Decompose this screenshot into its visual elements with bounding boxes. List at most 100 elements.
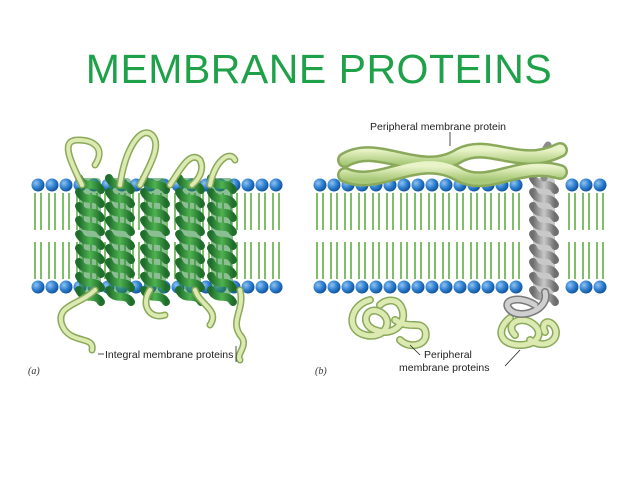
integral-helix-turn [105, 202, 135, 222]
lipid-head [579, 280, 593, 294]
lipid-head [31, 178, 45, 192]
lipid-head [31, 280, 45, 294]
lipid-head [241, 178, 255, 192]
lipid-head [397, 178, 411, 192]
lipid-head [269, 178, 283, 192]
lipid-head [313, 178, 327, 192]
integral-helix-turn [105, 286, 135, 306]
integral-helix-turn [75, 272, 105, 292]
lipid-bilayer-b [313, 178, 607, 294]
integral-helix-turn [140, 244, 170, 264]
lipid-head [45, 178, 59, 192]
lipid-head [355, 280, 369, 294]
lipid-head [509, 178, 523, 192]
gray-helix-turn [529, 258, 559, 278]
integral-helix-turn [207, 286, 237, 306]
integral-helix-turn [140, 230, 170, 250]
integral-helix-turn [175, 230, 205, 250]
integral-helix-turn [175, 272, 205, 292]
lipid-head [565, 280, 579, 294]
lipid-head [397, 280, 411, 294]
lipid-head [411, 178, 425, 192]
lipid-head [327, 178, 341, 192]
integral-helix-turn [105, 244, 135, 264]
panel-b-letter: (b) [315, 366, 327, 377]
integral-proteins-label: Integral membrane proteins [105, 349, 233, 361]
slide-title: MEMBRANE PROTEINS [85, 46, 553, 92]
lipid-head [383, 280, 397, 294]
gray-helix-turn [529, 174, 559, 194]
integral-helix-turn [75, 202, 105, 222]
integral-helix-turn [105, 258, 135, 278]
lipid-head [59, 280, 73, 294]
lipid-head [509, 280, 523, 294]
lipid-head [255, 178, 269, 192]
lipid-head [453, 280, 467, 294]
lipid-head [269, 280, 283, 294]
integral-helix-turn [207, 188, 237, 208]
lipid-head [467, 280, 481, 294]
peripheral-proteins-bottom [348, 288, 560, 350]
lipid-head [241, 280, 255, 294]
integral-helix-turn [175, 202, 205, 222]
lipid-head [411, 280, 425, 294]
integral-helix-turn [140, 272, 170, 292]
lipid-head [481, 280, 495, 294]
lipid-head [425, 178, 439, 192]
lipid-head [425, 280, 439, 294]
integral-helix-turn [75, 244, 105, 264]
peripheral-protein-label: Peripheral membrane protein [370, 121, 506, 133]
lipid-head [341, 280, 355, 294]
peripheral-proteins-label-line1: Peripheral [424, 349, 472, 361]
gray-helix-turn [529, 272, 559, 292]
integral-helix-turn [207, 230, 237, 250]
lipid-head [327, 280, 341, 294]
lipid-head [59, 178, 73, 192]
integral-helix-turn [75, 216, 105, 236]
integral-helix-turn [105, 230, 135, 250]
lipid-head [439, 280, 453, 294]
panel-a-letter: (a) [28, 366, 40, 377]
gray-helix-turn [529, 202, 559, 222]
integral-helix-turn [207, 202, 237, 222]
peripheral-protein-top [337, 142, 568, 188]
gray-helix-turn [529, 244, 559, 264]
integral-helix-turn [207, 272, 237, 292]
lipid-head [369, 280, 383, 294]
integral-helix-turn [105, 216, 135, 236]
label-leader-bottom-right [504, 349, 521, 367]
gray-helix-turn [529, 230, 559, 250]
integral-helix-turn [75, 230, 105, 250]
integral-helix-turn [175, 188, 205, 208]
gray-helix-turn [529, 216, 559, 236]
integral-helix-turn [175, 216, 205, 236]
panel-b: Peripheral membrane protein Peripheral m… [313, 121, 607, 377]
lipid-head [579, 178, 593, 192]
integral-helix-turn [207, 258, 237, 278]
integral-helix-turn [105, 272, 135, 292]
integral-helix-turn [105, 188, 135, 208]
lipid-head [313, 280, 327, 294]
lipid-head [439, 178, 453, 192]
lipid-head [495, 280, 509, 294]
integral-helix-turn [175, 244, 205, 264]
integral-helix-turn [140, 216, 170, 236]
gray-helix-turn [529, 188, 559, 208]
integral-helix-turn [207, 244, 237, 264]
lipid-head [565, 178, 579, 192]
integral-helix-turn [75, 258, 105, 278]
integral-helix-turn [140, 202, 170, 222]
lipid-head [593, 178, 607, 192]
lipid-head [593, 280, 607, 294]
integral-helix-turn [75, 188, 105, 208]
lipid-head [255, 280, 269, 294]
panel-a: Integral membrane proteins (a) [28, 129, 283, 377]
peripheral-proteins-label-line2: membrane proteins [399, 362, 489, 374]
integral-helix-turn [140, 258, 170, 278]
integral-helix-turn [175, 258, 205, 278]
integral-helix-turn [207, 216, 237, 236]
label-leader-bottom-left [409, 344, 421, 356]
integral-helix-turn [140, 188, 170, 208]
lipid-head [45, 280, 59, 294]
